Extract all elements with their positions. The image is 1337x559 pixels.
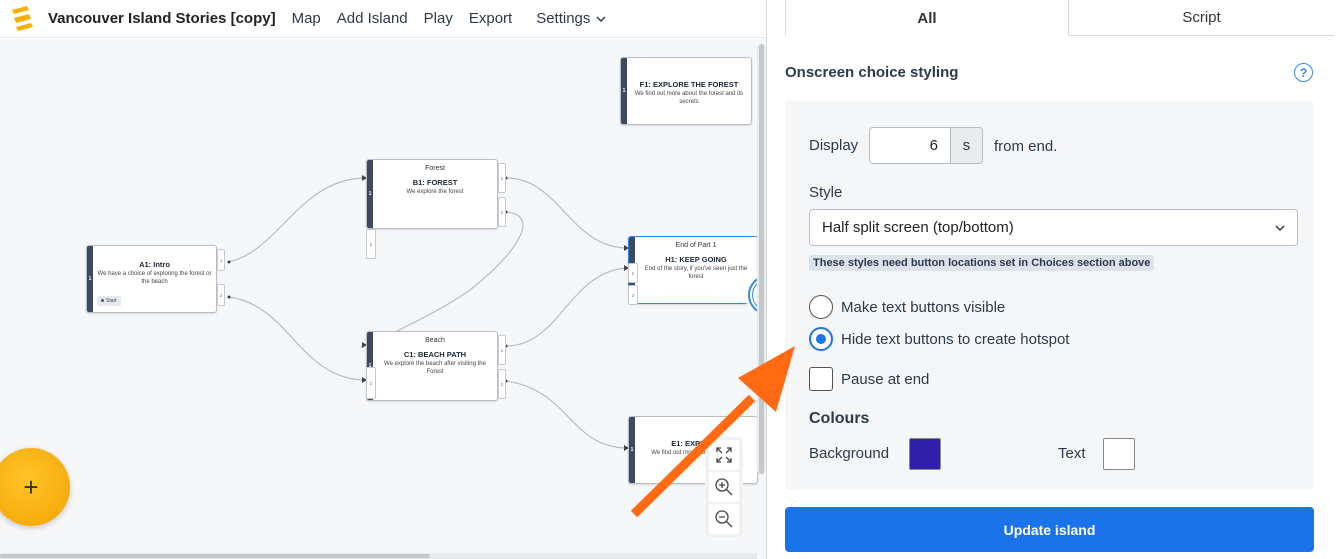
zoom-in-icon [715, 478, 733, 496]
node-subtitle: Forest [425, 165, 445, 172]
chevron-down-icon [596, 15, 606, 22]
zoom-out-button[interactable] [709, 504, 739, 534]
choice-styling-card: Display s from end. Style Half split scr… [785, 101, 1314, 490]
display-suffix: from end. [994, 138, 1058, 155]
background-label: Background [809, 445, 890, 462]
left-slot[interactable]: 3 [628, 285, 638, 305]
seconds-unit: s [951, 127, 983, 164]
background-color-swatch[interactable] [909, 438, 941, 470]
choice-slot[interactable]: 2 [217, 284, 225, 306]
left-slot[interactable]: 2 [366, 229, 376, 259]
tab-script[interactable]: Script [1069, 0, 1334, 36]
help-icon[interactable]: ? [1294, 63, 1313, 82]
left-slot[interactable]: 2 [366, 367, 376, 399]
app-title[interactable]: Vancouver Island Stories [copy] [48, 10, 276, 27]
vertical-scrollbar[interactable] [757, 44, 766, 474]
display-label: Display [809, 137, 859, 154]
app-logo-icon[interactable] [6, 4, 38, 34]
radio-make-visible[interactable] [809, 295, 833, 319]
node-subtitle: Beach [425, 337, 445, 344]
radio-hide-buttons[interactable] [809, 327, 833, 351]
node-title: C1: BEACH PATH [403, 350, 467, 359]
nav-map[interactable]: Map [291, 10, 321, 27]
plus-icon: + [23, 471, 39, 502]
radio-hide-buttons-label[interactable]: Hide text buttons to create hotspot [841, 331, 1070, 348]
node-title: A1: Intro [139, 260, 170, 269]
node-description: We find out more about the forest and it… [634, 91, 744, 105]
pause-at-end-label[interactable]: Pause at end [841, 371, 930, 388]
text-color-label: Text [1058, 445, 1086, 462]
nav-export[interactable]: Export [468, 10, 513, 27]
nav-add-island[interactable]: Add Island [336, 10, 408, 27]
node-subtitle: End of Part 1 [675, 242, 717, 249]
zoom-out-icon [715, 510, 733, 528]
zoom-in-button[interactable] [709, 472, 739, 502]
top-bar: Vancouver Island Stories [copy] Map Add … [0, 0, 766, 38]
node-title: B1: FOREST [412, 178, 458, 187]
style-hint: These styles need button locations set i… [809, 255, 1155, 271]
story-map-canvas[interactable]: 1 A1: Intro We have a choice of explorin… [0, 39, 766, 559]
pause-at-end-checkbox[interactable] [809, 367, 833, 391]
choice-slot[interactable]: 1 [498, 335, 506, 365]
panel-tabs: All Script [767, 0, 1337, 36]
node-description: We explore the beach after visiting the … [384, 361, 486, 375]
section-title: Onscreen choice styling [785, 64, 959, 81]
node-description: We explore the forest [406, 189, 464, 195]
start-dot-icon [101, 299, 104, 303]
node-title: F1: EXPLORE THE FOREST [639, 80, 739, 89]
update-island-button[interactable]: Update island [785, 507, 1314, 552]
fit-view-button[interactable] [709, 440, 739, 470]
add-island-fab[interactable]: + [0, 448, 70, 526]
story-node-b1[interactable]: 1 Forest B1: FOREST We explore the fores… [366, 159, 498, 229]
style-select-value: Half split screen (top/bottom) [822, 219, 1014, 236]
nav-play[interactable]: Play [423, 10, 453, 27]
story-node-c1[interactable]: 1 Beach C1: BEACH PATH We explore the be… [366, 331, 498, 401]
chevron-down-icon [1275, 225, 1285, 231]
start-badge: Start [97, 296, 121, 306]
horizontal-scrollbar[interactable] [0, 553, 757, 559]
choice-slot[interactable]: 1 [498, 163, 506, 193]
choice-slot[interactable]: 1 [217, 249, 225, 271]
expand-icon [716, 447, 732, 463]
display-seconds-input[interactable] [869, 127, 951, 164]
node-description: End of the story, if you've seen just th… [644, 266, 748, 280]
settings-label: Settings [536, 10, 591, 27]
style-select[interactable]: Half split screen (top/bottom) [809, 209, 1298, 246]
radio-make-visible-label[interactable]: Make text buttons visible [841, 299, 1006, 316]
colours-heading: Colours [809, 410, 870, 427]
node-title: H1: KEEP GOING [665, 255, 727, 264]
text-color-swatch[interactable] [1103, 438, 1135, 470]
tab-all[interactable]: All [785, 0, 1069, 36]
island-settings-panel: All Script Onscreen choice styling ? Dis… [766, 0, 1337, 559]
zoom-controls [705, 437, 743, 537]
style-label: Style [809, 184, 843, 201]
choice-slot[interactable]: 2 [498, 369, 506, 399]
story-node-a1[interactable]: 1 A1: Intro We have a choice of explorin… [86, 245, 217, 313]
choice-slot[interactable]: 2 [498, 197, 506, 227]
nav-settings[interactable]: Settings [536, 10, 606, 27]
node-description: We have a choice of exploring the forest… [97, 271, 212, 285]
left-slot[interactable]: 2 [628, 263, 638, 283]
story-node-h1[interactable]: 1 End of Part 1 H1: KEEP GOING End of th… [628, 236, 758, 304]
story-node-f1[interactable]: 1 F1: EXPLORE THE FOREST We find out mor… [620, 57, 752, 125]
